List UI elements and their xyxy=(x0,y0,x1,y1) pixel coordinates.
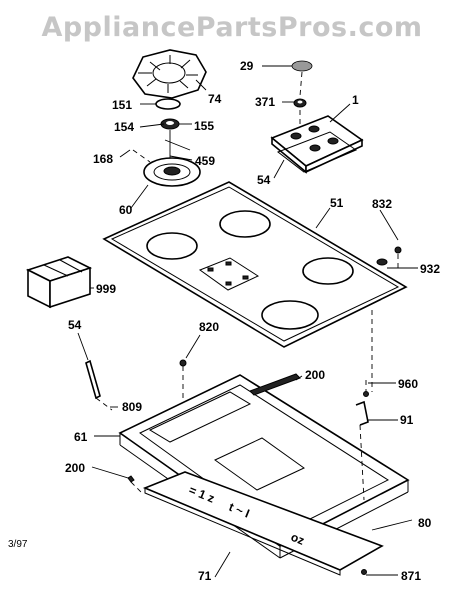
burner-ring-part[interactable] xyxy=(155,98,181,110)
callout-809: 809 xyxy=(122,400,142,414)
upper-brace-part[interactable] xyxy=(249,373,301,396)
cooktop-part[interactable] xyxy=(102,181,408,348)
knob-part[interactable] xyxy=(291,60,313,72)
hardware-kit-part[interactable] xyxy=(25,256,93,309)
callout-832: 832 xyxy=(372,197,392,211)
callout-29: 29 xyxy=(240,59,254,73)
callout-71: 71 xyxy=(198,569,212,583)
callout-459: 459 xyxy=(195,154,215,168)
knob-base-part[interactable] xyxy=(293,98,307,108)
callout-154: 154 xyxy=(114,120,134,134)
date-code: 3/97 xyxy=(8,539,28,550)
callout-54-lower: 54 xyxy=(68,318,82,332)
callout-820: 820 xyxy=(199,320,219,334)
callout-1: 1 xyxy=(352,93,359,107)
callout-51: 51 xyxy=(330,196,344,210)
burner-base-part[interactable] xyxy=(143,157,201,187)
burner-head-part[interactable] xyxy=(132,49,207,99)
callout-168: 168 xyxy=(93,152,113,166)
callout-151: 151 xyxy=(112,98,132,112)
callout-200-lower: 200 xyxy=(65,461,85,475)
bracket-part[interactable] xyxy=(355,400,369,426)
callout-200-upper: 200 xyxy=(305,368,325,382)
callout-960: 960 xyxy=(398,377,418,391)
panel-gasket-part[interactable] xyxy=(276,131,358,173)
callout-932: 932 xyxy=(420,262,440,276)
callout-80: 80 xyxy=(418,516,432,530)
callout-61: 61 xyxy=(74,430,88,444)
watermark: AppliancePartsPros.com xyxy=(41,12,423,43)
bottom-panel-part[interactable]: = 1 z t ~ I oz xyxy=(142,471,384,576)
callout-74: 74 xyxy=(208,92,222,106)
callout-54-upper: 54 xyxy=(257,173,271,187)
callout-871: 871 xyxy=(401,569,421,583)
side-gasket-part[interactable] xyxy=(85,359,101,400)
callout-999: 999 xyxy=(96,282,116,296)
callout-155: 155 xyxy=(194,119,214,133)
grommet-part[interactable] xyxy=(376,258,388,266)
callout-91: 91 xyxy=(400,413,414,427)
svg-text:oz: oz xyxy=(289,530,307,548)
callout-60: 60 xyxy=(119,203,133,217)
callout-371: 371 xyxy=(255,95,275,109)
control-panel-part[interactable] xyxy=(270,115,364,174)
lower-brace-part[interactable] xyxy=(127,475,135,483)
